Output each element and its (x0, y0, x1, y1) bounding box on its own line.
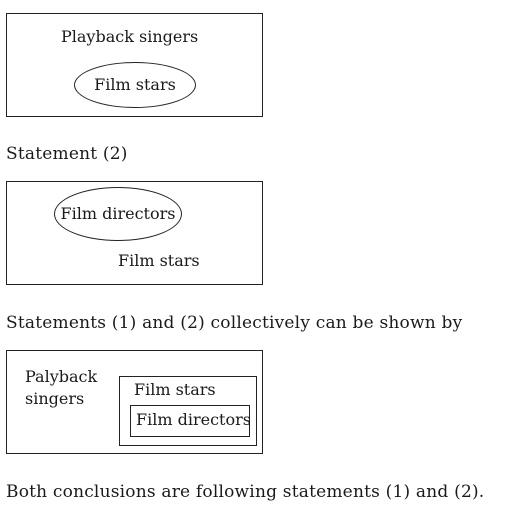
diagram2-ellipse: Film directors (54, 187, 182, 241)
diagram2-outer-box (6, 181, 263, 285)
diagram1-inner-label: Film stars (94, 75, 176, 94)
diagram3-outer-label-line2: singers (25, 389, 85, 408)
diagram3-outer-label-line1: Palyback (25, 367, 98, 386)
diagram1-inner-ellipse: Film stars (74, 62, 196, 108)
collective-heading: Statements (1) and (2) collectively can … (6, 313, 463, 333)
diagram3-middle-label: Film stars (134, 380, 216, 399)
diagram3-inner-box (130, 405, 250, 437)
diagram1-outer-box (6, 13, 263, 117)
diagram3-outer-box (6, 350, 263, 454)
diagram2-ellipse-label: Film directors (60, 204, 176, 223)
conclusion-text: Both conclusions are following statement… (6, 482, 485, 502)
diagram3-middle-box (119, 376, 257, 446)
diagram2-outer-label: Film stars (118, 251, 200, 270)
statement2-heading: Statement (2) (6, 144, 128, 164)
diagram1-outer-label: Playback singers (61, 27, 199, 46)
diagram3-inner-label: Film directors (136, 410, 251, 429)
